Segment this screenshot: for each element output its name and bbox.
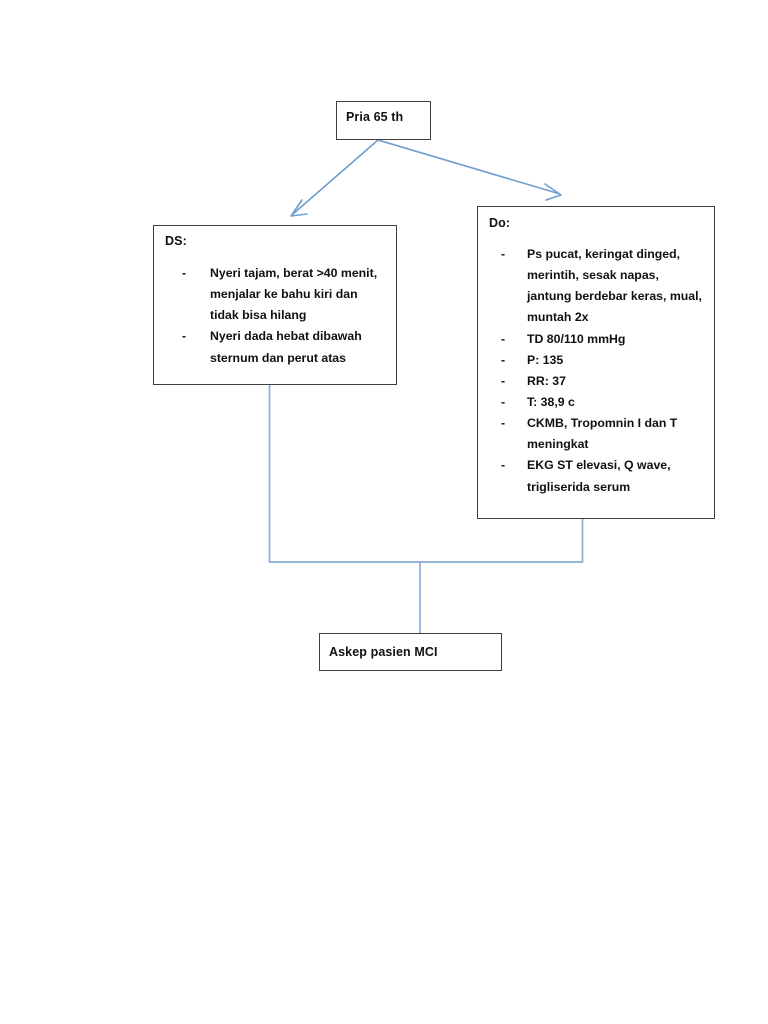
node-patient-label: Pria 65 th [346, 110, 404, 124]
list-item: - Ps pucat, keringat dinged, merintih, s… [489, 244, 706, 329]
bullet-dash-icon: - [501, 331, 506, 346]
connector-patient-to-ds [290, 139, 379, 217]
bullet-dash-icon: - [501, 352, 506, 367]
list-item-text: T: 38,9 c [527, 394, 575, 409]
list-item-text: Ps pucat, keringat dinged, merintih, ses… [527, 247, 702, 325]
bullet-dash-icon: - [182, 266, 187, 280]
bullet-dash-icon: - [501, 373, 506, 388]
objective-item-list: - Ps pucat, keringat dinged, merintih, s… [489, 244, 706, 498]
list-item-text: P: 135 [527, 352, 564, 367]
bullet-dash-icon: - [182, 329, 187, 344]
list-item: - EKG ST elevasi, Q wave, trigliserida s… [489, 455, 706, 497]
bullet-dash-icon: - [501, 394, 506, 409]
bullet-dash-icon: - [501, 247, 506, 261]
list-item: - RR: 37 [489, 371, 706, 392]
list-item-text: TD 80/110 mmHg [527, 331, 626, 346]
bullet-dash-icon: - [501, 416, 506, 431]
subjective-item-list: - Nyeri tajam, berat >40 menit, menjalar… [165, 263, 388, 369]
list-item: - P: 135 [489, 350, 706, 371]
list-item: - Nyeri dada hebat dibawah sternum dan p… [165, 326, 388, 368]
list-item-text: Nyeri tajam, berat >40 menit, menjalar k… [210, 266, 378, 323]
list-item-text: CKMB, Tropomnin I dan T meningkat [527, 416, 678, 452]
node-subjective-data[interactable]: DS: - Nyeri tajam, berat >40 menit, menj… [153, 225, 397, 385]
node-subjective-title: DS: [165, 234, 187, 248]
node-objective-title: Do: [489, 216, 511, 230]
bullet-dash-icon: - [501, 458, 506, 473]
node-patient[interactable]: Pria 65 th [336, 101, 431, 140]
connector-patient-to-do [377, 139, 562, 201]
connector-ds-to-outcome [268, 385, 420, 563]
list-item: - Nyeri tajam, berat >40 menit, menjalar… [165, 263, 388, 326]
node-objective-data[interactable]: Do: - Ps pucat, keringat dinged, merinti… [477, 206, 715, 519]
connector-do-to-outcome [420, 519, 584, 563]
list-item-text: RR: 37 [527, 373, 566, 388]
list-item-text: Nyeri dada hebat dibawah sternum dan per… [210, 329, 362, 365]
node-outcome[interactable]: Askep pasien MCI [319, 633, 502, 671]
list-item: - CKMB, Tropomnin I dan T meningkat [489, 413, 706, 455]
list-item-text: EKG ST elevasi, Q wave, trigliserida ser… [527, 458, 671, 494]
list-item: - TD 80/110 mmHg [489, 329, 706, 350]
node-outcome-label: Askep pasien MCI [329, 645, 438, 659]
list-item: - T: 38,9 c [489, 392, 706, 413]
